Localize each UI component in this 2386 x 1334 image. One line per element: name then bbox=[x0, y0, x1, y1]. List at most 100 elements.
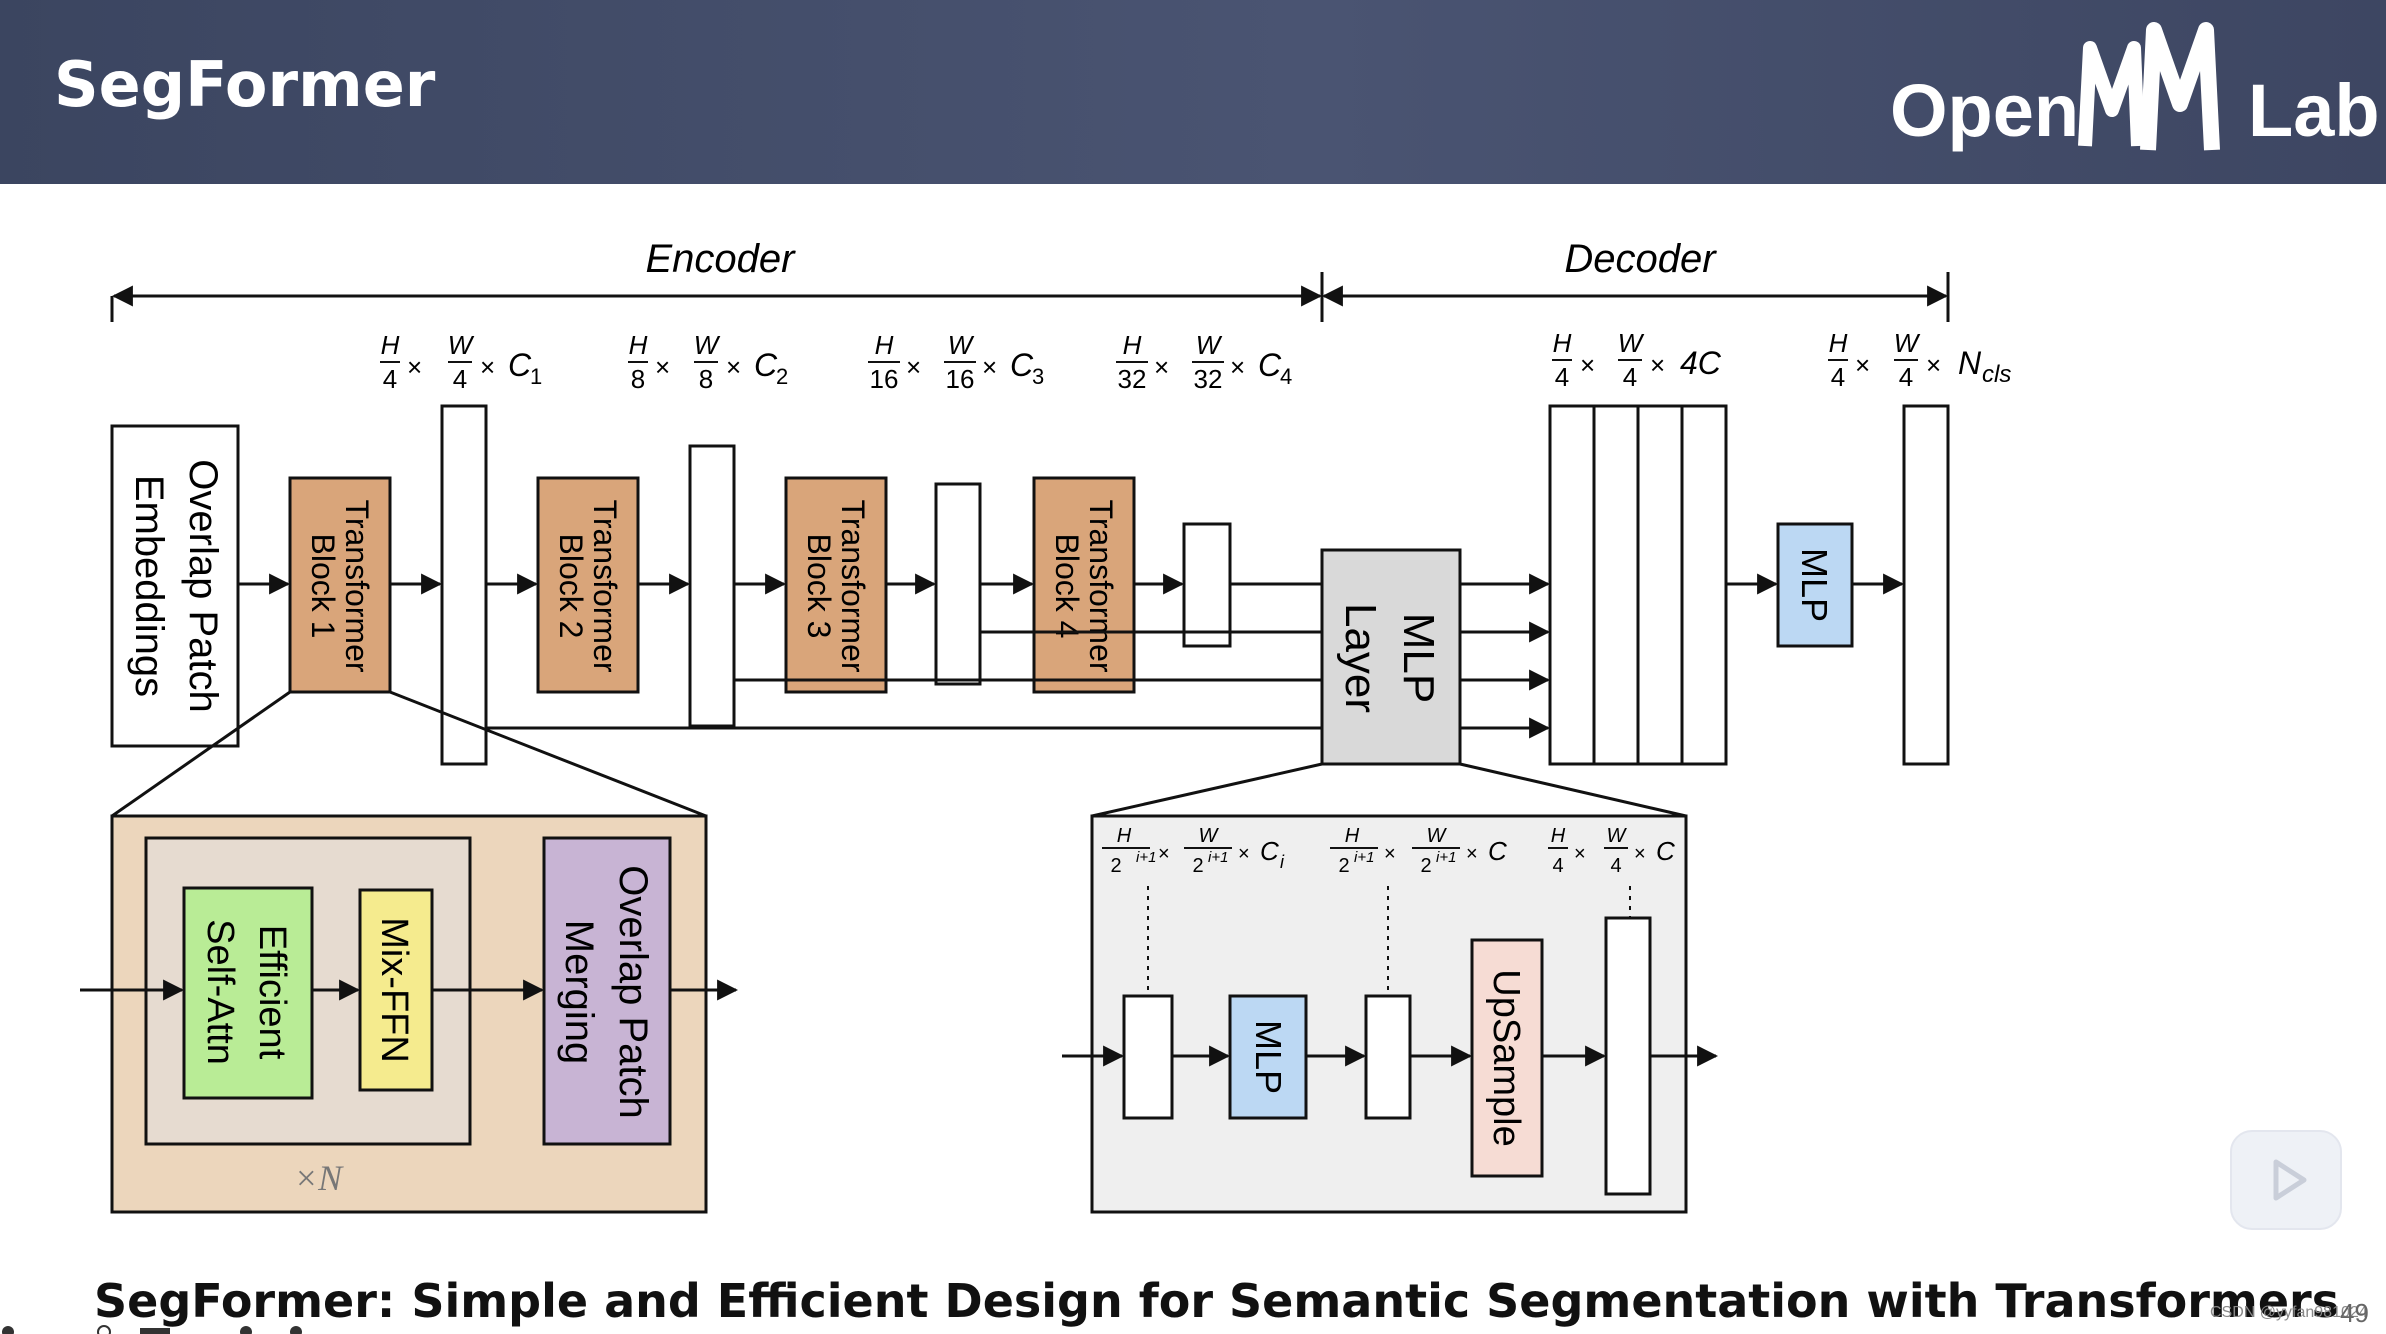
svg-text:4: 4 bbox=[453, 364, 467, 394]
svg-text:Overlap Patch: Overlap Patch bbox=[611, 865, 655, 1118]
svg-text:×: × bbox=[407, 352, 422, 382]
svg-text:C: C bbox=[1010, 347, 1034, 383]
svg-text:W: W bbox=[1894, 328, 1921, 358]
svg-text:Block 4: Block 4 bbox=[1049, 534, 1085, 639]
svg-text:4: 4 bbox=[1280, 364, 1292, 389]
svg-text:H: H bbox=[629, 330, 648, 360]
repeat-n-label: ×N bbox=[294, 1158, 344, 1198]
dim-label-decoder-concat: H 4 × W 4 × 4C bbox=[1552, 328, 1722, 392]
control-bar-icon bbox=[140, 1328, 170, 1334]
svg-text:8: 8 bbox=[631, 364, 645, 394]
svg-text:W: W bbox=[1618, 328, 1645, 358]
transformer-block-4: Transformer Block 4 bbox=[1032, 476, 1136, 694]
logo-text-lab: Lab bbox=[2248, 69, 2380, 152]
encoder-label: Encoder bbox=[646, 237, 797, 281]
svg-text:cls: cls bbox=[1982, 361, 2011, 388]
control-dot-icon bbox=[2, 1326, 14, 1334]
svg-text:C: C bbox=[754, 347, 778, 383]
svg-text:2: 2 bbox=[1110, 855, 1121, 877]
svg-text:i+1: i+1 bbox=[1136, 849, 1156, 866]
svg-text:i+1: i+1 bbox=[1208, 849, 1228, 866]
transformer-block-3: Transformer Block 3 bbox=[784, 476, 888, 694]
svg-text:4: 4 bbox=[1610, 855, 1621, 877]
svg-text:×: × bbox=[1855, 350, 1870, 380]
slide-controls-strip bbox=[2, 1325, 302, 1334]
svg-text:H: H bbox=[875, 330, 894, 360]
svg-text:H: H bbox=[1829, 328, 1848, 358]
svg-text:H: H bbox=[1123, 330, 1142, 360]
transformer-block-2: Transformer Block 2 bbox=[536, 476, 640, 694]
svg-text:×: × bbox=[1158, 843, 1170, 865]
svg-text:Block 1: Block 1 bbox=[305, 534, 341, 639]
svg-text:H: H bbox=[381, 330, 400, 360]
play-icon bbox=[2273, 1159, 2307, 1201]
svg-text:×: × bbox=[982, 352, 997, 382]
mlp-layer-block: MLP Layer bbox=[1320, 548, 1462, 766]
svg-text:4: 4 bbox=[1555, 362, 1569, 392]
decoder-mlp-block: MLP bbox=[1776, 522, 1854, 648]
dim-label-stage2: H 8 × W 8 × C 2 bbox=[628, 330, 788, 394]
overlap-patch-merging-block: Overlap Patch Merging bbox=[542, 836, 672, 1146]
svg-text:3: 3 bbox=[1032, 364, 1044, 389]
svg-text:Transformer: Transformer bbox=[339, 499, 375, 672]
svg-text:C: C bbox=[508, 347, 532, 383]
svg-text:×: × bbox=[906, 352, 921, 382]
svg-text:H: H bbox=[1553, 328, 1572, 358]
svg-text:×: × bbox=[1574, 843, 1586, 865]
svg-text:Block 2: Block 2 bbox=[553, 534, 589, 639]
svg-text:i+1: i+1 bbox=[1354, 849, 1374, 866]
svg-text:Efficient: Efficient bbox=[251, 925, 293, 1060]
svg-text:MLP: MLP bbox=[1794, 548, 1835, 622]
svg-text:W: W bbox=[948, 330, 975, 360]
svg-text:16: 16 bbox=[870, 364, 899, 394]
svg-text:Layer: Layer bbox=[1336, 603, 1385, 713]
svg-text:32: 32 bbox=[1118, 364, 1147, 394]
svg-text:W: W bbox=[448, 330, 475, 360]
feature-map-stage3 bbox=[934, 482, 982, 686]
segmentation-output-map bbox=[1902, 404, 1950, 766]
svg-text:×: × bbox=[1238, 843, 1250, 865]
control-dot-icon-2 bbox=[240, 1326, 252, 1334]
transformer-block-1: Transformer Block 1 bbox=[288, 476, 392, 694]
svg-text:UpSample: UpSample bbox=[1485, 969, 1527, 1146]
svg-text:i: i bbox=[1280, 852, 1285, 872]
svg-text:×: × bbox=[480, 352, 495, 382]
decoder-input-feature bbox=[1122, 994, 1174, 1120]
decoder-detail-mlp-block: MLP bbox=[1228, 994, 1308, 1120]
svg-text:C: C bbox=[1258, 347, 1282, 383]
svg-text:×: × bbox=[1580, 350, 1595, 380]
concat-feature-stack bbox=[1548, 404, 1728, 766]
page-number: 49 bbox=[2340, 1298, 2369, 1328]
svg-text:Transformer: Transformer bbox=[1083, 499, 1119, 672]
svg-text:×: × bbox=[1384, 843, 1396, 865]
svg-text:Transformer: Transformer bbox=[835, 499, 871, 672]
svg-text:4: 4 bbox=[1831, 362, 1845, 392]
decoder-upsampled-feature bbox=[1604, 916, 1652, 1196]
svg-text:Mix-FFN: Mix-FFN bbox=[373, 917, 415, 1063]
overlap-patch-embeddings-block: Overlap Patch Embeddings bbox=[110, 424, 240, 748]
svg-text:8: 8 bbox=[699, 364, 713, 394]
svg-text:W: W bbox=[1196, 330, 1223, 360]
svg-text:Self-Attn: Self-Attn bbox=[199, 919, 241, 1065]
efficient-self-attn-block: Efficient Self-Attn bbox=[182, 886, 314, 1100]
svg-text:4: 4 bbox=[383, 364, 397, 394]
feature-map-stage4 bbox=[1182, 522, 1232, 648]
svg-text:1: 1 bbox=[530, 364, 542, 389]
feature-map-stage1 bbox=[440, 404, 488, 766]
svg-text:32: 32 bbox=[1194, 364, 1223, 394]
dim-label-stage1: H 4 × W 4 × C 1 bbox=[380, 330, 542, 394]
svg-text:C: C bbox=[1488, 836, 1507, 866]
svg-text:Merging: Merging bbox=[557, 920, 601, 1065]
csdn-watermark: CSDN @yyfan981024 bbox=[2210, 1304, 2368, 1321]
svg-text:W: W bbox=[1199, 825, 1220, 847]
svg-text:MLP: MLP bbox=[1248, 1020, 1289, 1094]
logo-text-open: Open bbox=[1890, 69, 2079, 152]
svg-text:4: 4 bbox=[1899, 362, 1913, 392]
play-button[interactable] bbox=[2230, 1130, 2342, 1230]
svg-text:2: 2 bbox=[1192, 855, 1203, 877]
svg-text:2: 2 bbox=[776, 364, 788, 389]
svg-text:H: H bbox=[1345, 825, 1360, 847]
segformer-architecture-diagram: Encoder Decoder H 4 × W 4 × C 1 H 8 × W … bbox=[0, 184, 2386, 1264]
svg-text:H: H bbox=[1117, 825, 1132, 847]
svg-text:H: H bbox=[1551, 825, 1566, 847]
